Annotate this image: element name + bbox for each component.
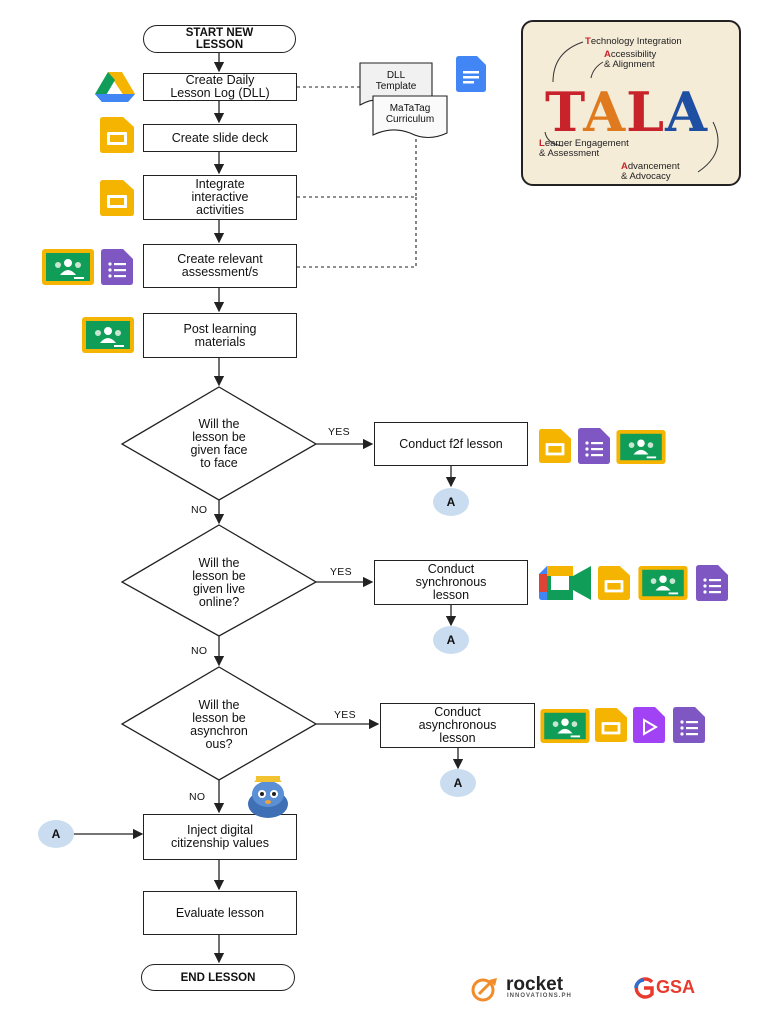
google-meet-icon: [539, 566, 591, 600]
no-label-live: NO: [191, 645, 208, 657]
no-label-async: NO: [189, 791, 206, 803]
create-slides-step: Create slide deck: [143, 124, 297, 152]
conduct-async-step: Conduct asynchronous lesson: [380, 703, 535, 748]
google-vids-icon: [633, 707, 665, 743]
curriculum-shape: [372, 95, 448, 139]
google-classroom-icon: [638, 566, 688, 600]
decision-async-shape: [120, 666, 318, 781]
evaluate-lesson-step: Evaluate lesson: [143, 891, 297, 935]
tala-item-accessibility: Accessibility & Alignment: [604, 49, 657, 70]
google-forms-icon: [673, 707, 705, 743]
google-forms-icon: [578, 428, 610, 464]
post-materials-step: Post learning materials: [143, 313, 297, 358]
google-docs-icon: [456, 56, 486, 92]
gsa-logo-icon: [634, 977, 654, 999]
end-terminal: END LESSON: [141, 964, 295, 991]
gsa-logo-text: GSA: [656, 977, 696, 997]
google-slides-icon: [100, 117, 134, 153]
tala-item-learner: Learner Engagement & Assessment: [539, 138, 629, 159]
dll-template-text: DLL Template: [375, 70, 417, 92]
yes-label-f2f: YES: [328, 426, 350, 438]
google-slides-icon: [595, 708, 627, 742]
integrate-activities-step: Integrate interactive activities: [143, 175, 297, 220]
create-dll-step: Create Daily Lesson Log (DLL): [143, 73, 297, 101]
tala-letter-a2: A: [665, 80, 709, 144]
tala-letter-t: T: [545, 80, 584, 144]
connector-a-f2f: A: [433, 488, 469, 516]
rocket-logo-icon: [471, 978, 497, 1002]
google-forms-icon: [101, 249, 133, 285]
tala-connector-lines: [544, 41, 719, 173]
decision-live-text: Will the lesson be given live online?: [192, 556, 246, 609]
flow-arrows: [74, 53, 464, 964]
decision-live-shape: [120, 524, 318, 637]
tala-letter-l: L: [626, 80, 666, 144]
decision-shapes: [120, 386, 318, 781]
rocket-logo-subtext: INNOVATIONS.PH: [507, 993, 572, 999]
connector-a-async: A: [440, 769, 476, 797]
google-classroom-icon: [82, 317, 134, 353]
tala-item-advancement: Advancement & Advocacy: [621, 161, 680, 182]
mascot-icon: [248, 776, 288, 818]
google-slides-icon: [539, 429, 571, 463]
document-links: [297, 86, 417, 268]
decision-f2f-text: Will the lesson be given face to face: [190, 417, 248, 470]
create-assessment-step: Create relevant assessment/s: [143, 244, 297, 288]
google-classroom-icon: [616, 430, 666, 464]
yes-label-async: YES: [334, 709, 356, 721]
connector-a-sync: A: [433, 626, 469, 654]
google-drive-icon: [95, 72, 135, 102]
tala-letter-a1: A: [583, 80, 627, 144]
no-label-f2f: NO: [191, 504, 208, 516]
start-terminal: START NEW LESSON: [143, 25, 296, 53]
yes-label-live: YES: [330, 566, 352, 578]
google-classroom-icon: [540, 709, 590, 743]
document-shapes: [359, 62, 448, 139]
inject-citizenship-step: Inject digital citizenship values: [143, 814, 297, 860]
google-classroom-icon: [42, 249, 94, 285]
tala-item-technology: Technology Integration: [585, 36, 682, 47]
google-slides-icon: [100, 180, 134, 216]
decision-async-text: Will the lesson be asynchron ous?: [190, 698, 248, 751]
google-forms-icon: [696, 565, 728, 601]
curriculum-text: MaTaTag Curriculum: [385, 103, 435, 125]
tala-panel: Technology Integration Accessibility & A…: [521, 20, 741, 186]
decision-f2f-shape: [120, 386, 318, 501]
rocket-logo-text: rocket: [506, 974, 564, 995]
google-slides-icon: [598, 566, 630, 600]
conduct-sync-step: Conduct synchronous lesson: [374, 560, 528, 605]
conduct-f2f-step: Conduct f2f lesson: [374, 422, 528, 466]
tala-logo-word: TALA: [545, 80, 708, 144]
connector-a-inbound: A: [38, 820, 74, 848]
